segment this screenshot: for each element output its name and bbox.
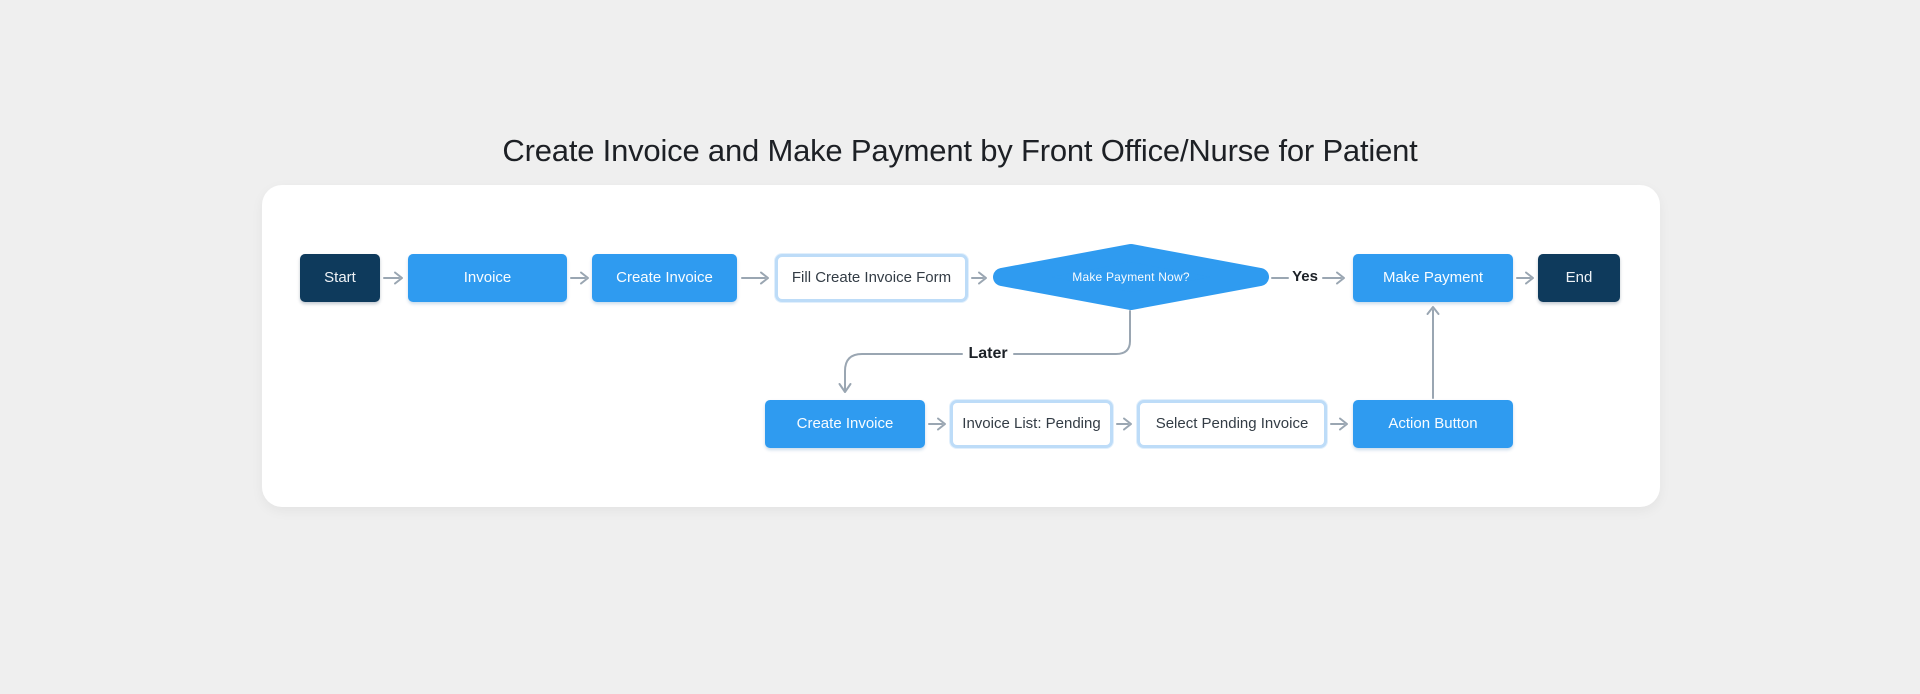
- node-create-invoice-1-label: Create Invoice: [616, 268, 713, 286]
- node-select-pending-invoice-label: Select Pending Invoice: [1155, 414, 1309, 432]
- node-start: Start: [300, 254, 380, 302]
- node-invoice: Invoice: [408, 254, 567, 302]
- node-create-invoice-2-label: Create Invoice: [796, 414, 894, 432]
- node-select-pending-invoice: Select Pending Invoice: [1137, 400, 1327, 448]
- edge-label-yes: Yes: [1292, 268, 1318, 285]
- edge-label-later: Later: [968, 345, 1008, 362]
- node-create-invoice-1: Create Invoice: [592, 254, 737, 302]
- node-fill-create-invoice-form: Fill Create Invoice Form: [775, 254, 968, 302]
- flowchart-canvas: [262, 185, 1660, 507]
- node-action-button-label: Action Button: [1388, 414, 1478, 432]
- node-fill-create-invoice-form-label: Fill Create Invoice Form: [791, 268, 952, 286]
- node-end-label: End: [1565, 268, 1593, 286]
- node-end: End: [1538, 254, 1620, 302]
- node-make-payment: Make Payment: [1353, 254, 1513, 302]
- node-invoice-list-pending-label: Invoice List: Pending: [962, 414, 1101, 432]
- node-action-button: Action Button: [1353, 400, 1513, 448]
- page-title: Create Invoice and Make Payment by Front…: [502, 132, 1418, 168]
- node-make-payment-label: Make Payment: [1382, 268, 1484, 286]
- node-create-invoice-2: Create Invoice: [765, 400, 925, 448]
- node-make-payment-now-decision: Make Payment Now?: [992, 243, 1270, 311]
- node-invoice-label: Invoice: [463, 268, 512, 286]
- decision-diamond-shape: [993, 244, 1269, 310]
- node-invoice-list-pending: Invoice List: Pending: [950, 400, 1113, 448]
- node-make-payment-now-label: Make Payment Now?: [1072, 270, 1190, 284]
- node-start-label: Start: [324, 268, 356, 286]
